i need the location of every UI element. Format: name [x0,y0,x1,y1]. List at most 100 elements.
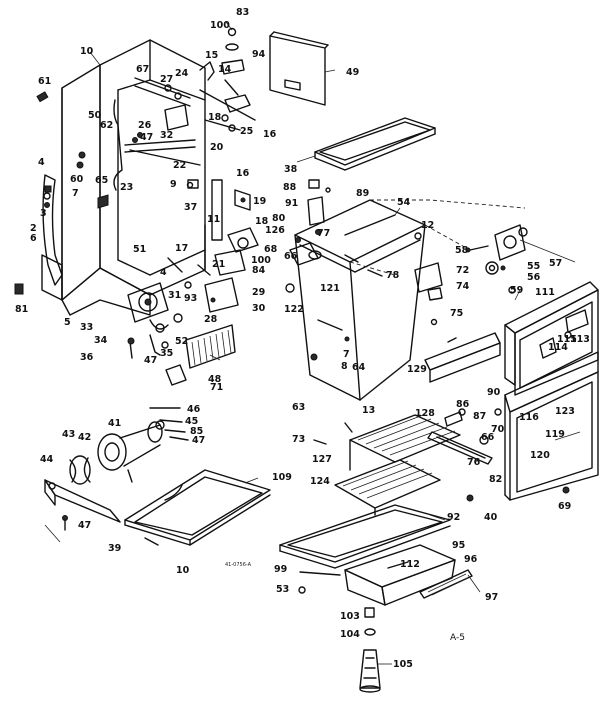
callout-42: 42 [78,432,91,443]
mullion-parts [186,179,251,271]
callout-38: 38 [284,164,298,175]
callout-3: 3 [40,208,47,219]
callout-83: 83 [236,7,249,18]
callout-90: 90 [487,387,501,398]
callout-99: 99 [274,564,287,575]
callout-76: 76 [467,457,481,468]
callout-36: 36 [80,352,94,363]
callout-89: 89 [356,188,369,199]
damper-assembly [465,224,528,294]
trim-strip [424,332,501,383]
callout-54: 54 [397,197,411,208]
callout-126: 126 [265,225,285,236]
callout-48: 48 [208,374,222,385]
callout-80: 80 [272,213,286,224]
callout-61: 61 [38,76,51,87]
upper-channel-parts [129,77,201,166]
callout-59: 59 [510,285,523,296]
callout-97: 97 [485,592,498,603]
callout-94: 94 [252,49,266,60]
callout-82: 82 [489,474,502,485]
callout-19: 19 [253,196,266,207]
callout-72: 72 [456,265,469,276]
callout-85: 85 [190,426,203,437]
callout-81: 81 [15,304,28,315]
callout-91: 91 [285,198,298,209]
callout-73: 73 [292,434,305,445]
drain-pan [124,469,271,546]
callout-129: 129 [407,364,427,375]
callout-112: 112 [400,559,420,570]
callout-67: 67 [136,64,149,75]
callout-39: 39 [108,543,121,554]
left-hardware [14,91,109,301]
callout-49: 49 [346,67,359,78]
callout-47: 47 [144,355,157,366]
callout-46: 46 [187,404,201,415]
callout-123: 123 [555,406,575,417]
callout-33: 33 [80,322,93,333]
callout-16: 16 [236,168,250,179]
callout-65: 65 [95,175,108,186]
callout-109: 109 [272,472,292,483]
callout-78: 78 [386,270,400,281]
callout-120: 120 [530,450,550,461]
callout-119: 119 [545,429,565,440]
callout-18: 18 [255,216,269,227]
callout-45: 45 [185,416,198,427]
callout-30: 30 [252,303,266,314]
callout-14: 14 [218,64,232,75]
callout-66: 66 [481,432,495,443]
callout-92: 92 [447,512,460,523]
callout-116: 116 [519,412,539,423]
top-hinge-parts [199,27,256,132]
callout-74: 74 [456,281,470,292]
side-rail [42,174,63,286]
cabinet-shell [61,39,206,316]
callout-37: 37 [184,202,197,213]
callout-18: 18 [208,112,222,123]
callout-103: 103 [340,611,360,622]
callout-57: 57 [549,258,562,269]
callout-10: 10 [80,46,94,57]
callout-17: 17 [175,243,188,254]
callout-5: 5 [64,317,71,328]
callout-22: 22 [173,160,186,171]
callout-93: 93 [184,293,197,304]
drawer-rail [419,569,473,599]
callout-68: 68 [264,244,278,255]
callout-113: 113 [570,334,590,345]
callout-66: 66 [284,251,298,262]
callout-63: 63 [292,402,305,413]
callout-40: 40 [484,512,498,523]
callout-11: 11 [207,214,220,225]
callout-60: 60 [70,174,84,185]
callout-43: 43 [62,429,75,440]
callout-8: 8 [341,361,348,372]
callout-111: 111 [535,287,555,298]
callout-25: 25 [240,126,253,137]
callout-52: 52 [175,336,188,347]
control-cluster [167,227,259,313]
callout-55: 55 [527,261,540,272]
callout-34: 34 [94,335,108,346]
callout-12: 12 [421,220,434,231]
callout-53: 53 [276,584,289,595]
callout-58: 58 [455,245,469,256]
evaporator-fan [127,282,183,359]
callout-122: 122 [284,304,304,315]
callout-87: 87 [473,411,486,422]
callout-124: 124 [310,476,330,487]
callout-69: 69 [558,501,571,512]
glass-shelf [279,504,451,569]
callout-9: 9 [170,179,177,190]
callout-114: 114 [548,342,568,353]
callout-105: 105 [393,659,413,670]
callout-51: 51 [133,244,146,255]
callout-70: 70 [491,424,505,435]
callout-115: 115 [557,334,577,345]
cover-panel [269,31,329,106]
callout-24: 24 [175,68,189,79]
door-switch [367,232,443,326]
